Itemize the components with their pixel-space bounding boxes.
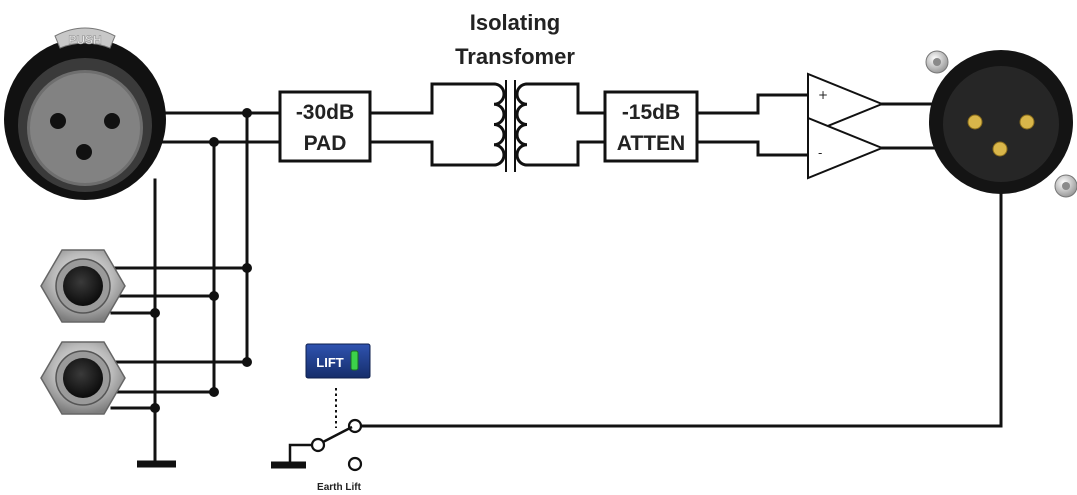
transformer: Isolating Transfomer (455, 10, 575, 172)
pad-value: -30dB (296, 101, 354, 124)
jack-socket-1 (40, 249, 126, 323)
pad-box: -30dB PAD (278, 90, 372, 163)
xlr-output-connector (925, 50, 1077, 198)
wiring (110, 82, 1003, 468)
xlr-input-connector: PUSH (4, 27, 166, 200)
atten-value: -15dB (622, 101, 680, 124)
atten-box: -15dB ATTEN (603, 90, 699, 163)
lift-button-label: LIFT (316, 355, 343, 370)
amp-plus-sign: + (818, 88, 828, 102)
push-label: PUSH (68, 33, 101, 47)
lift-button[interactable]: LIFT (305, 343, 371, 379)
earth-lift-switch: Earth Lift (271, 388, 363, 493)
jack-socket-2 (40, 341, 126, 415)
amp-minus-sign: - (818, 146, 822, 160)
junction-dots (150, 108, 252, 413)
transformer-title-line1: Isolating (470, 10, 560, 35)
lift-indicator-icon (350, 350, 359, 371)
transformer-title-line2: Transfomer (455, 44, 575, 69)
pad-label: PAD (304, 132, 347, 155)
earth-lift-caption: Earth Lift (317, 482, 362, 493)
atten-label: ATTEN (617, 132, 685, 155)
differential-amplifier: + - (807, 72, 885, 180)
